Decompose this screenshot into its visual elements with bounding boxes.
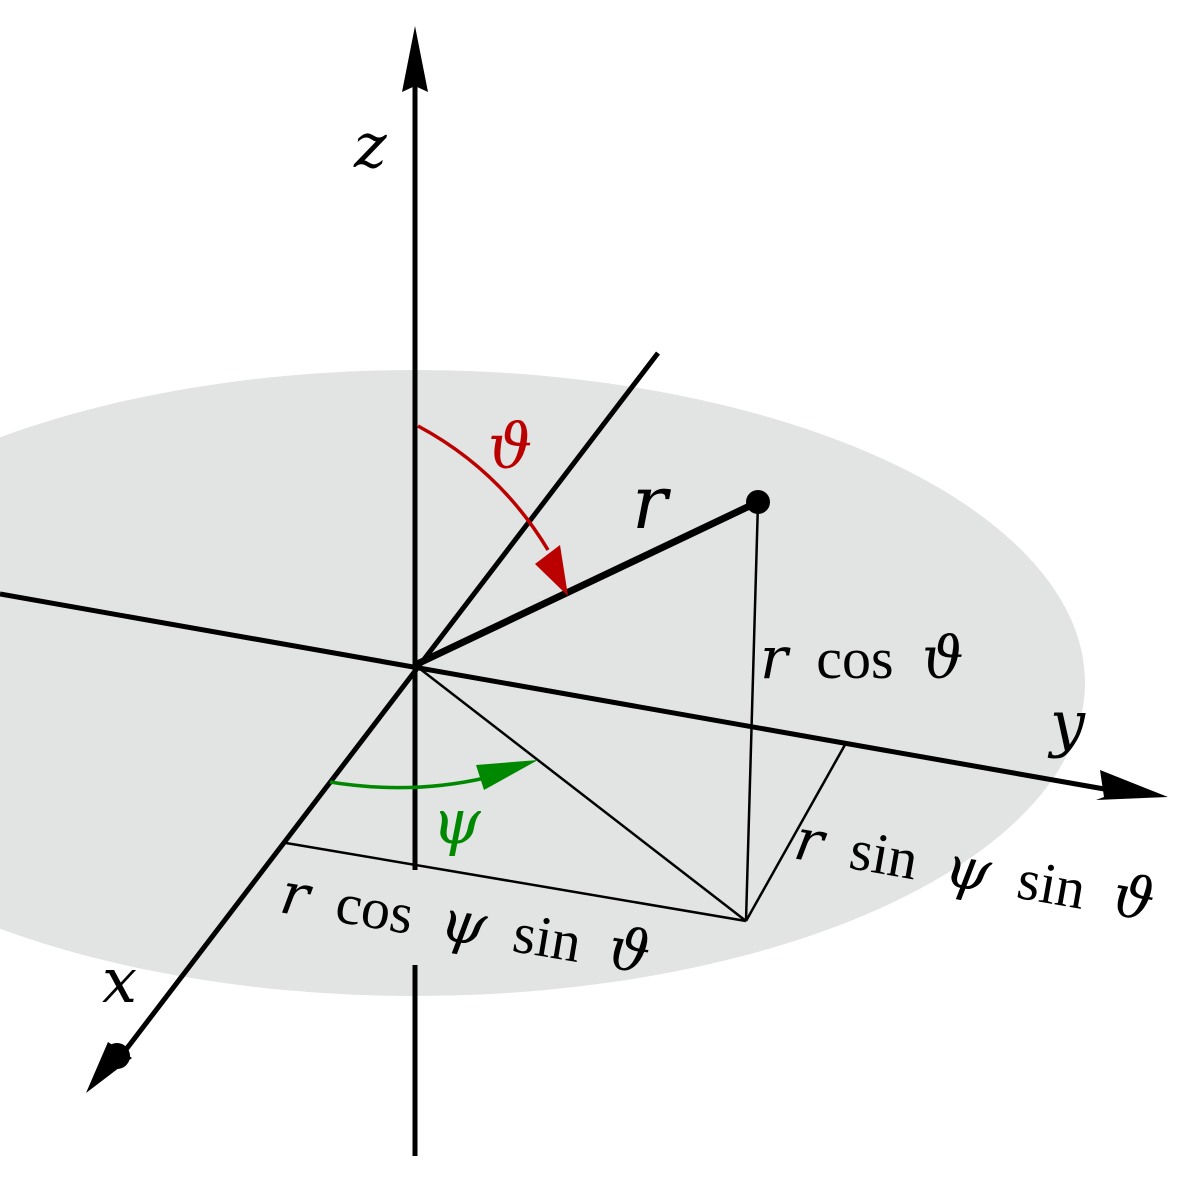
z-axis-gap bbox=[408, 870, 422, 965]
radius-vector bbox=[413, 498, 760, 669]
xy-plane bbox=[0, 370, 1085, 996]
y-component-label: r sin ψ sin ϑ bbox=[790, 805, 1160, 935]
radius-label: r bbox=[632, 460, 672, 546]
projection-to-y-axis bbox=[744, 742, 848, 922]
z-component-angle: ϑ bbox=[922, 624, 963, 692]
projection-to-x-axis bbox=[285, 841, 747, 923]
y-axis bbox=[0, 591, 1111, 793]
projection-diagonal bbox=[414, 664, 747, 922]
theta-label: ϑ bbox=[488, 410, 532, 483]
theta-arc bbox=[417, 424, 550, 551]
z-component-label: r cos ϑ bbox=[760, 624, 964, 692]
z-component-func: cos bbox=[816, 626, 893, 691]
y-axis-label: y bbox=[1047, 687, 1086, 760]
x-component-func2: sin bbox=[509, 900, 586, 975]
y-component-angle2: ϑ bbox=[1107, 861, 1160, 935]
x-axis-arrow-tip-dot bbox=[104, 1043, 130, 1069]
z-component-r: r bbox=[760, 624, 791, 692]
z-axis-arrowhead bbox=[402, 26, 428, 92]
y-component-func2: sin bbox=[1013, 846, 1091, 922]
x-component-func1: cos bbox=[331, 870, 418, 947]
theta-arc-arrowhead bbox=[535, 545, 568, 596]
x-component-angle1: ψ bbox=[436, 885, 493, 960]
x-axis bbox=[116, 351, 660, 1062]
y-component-func1: sin bbox=[845, 817, 923, 893]
x-axis-label: x bbox=[102, 944, 137, 1017]
r-cos-theta-line bbox=[744, 501, 760, 922]
psi-label: ψ bbox=[432, 785, 482, 858]
y-axis-arrowhead bbox=[1096, 770, 1168, 800]
z-axis-label: z bbox=[353, 109, 387, 182]
point-marker bbox=[746, 490, 770, 514]
psi-arc bbox=[329, 776, 486, 790]
psi-arc-arrowhead bbox=[476, 760, 538, 790]
